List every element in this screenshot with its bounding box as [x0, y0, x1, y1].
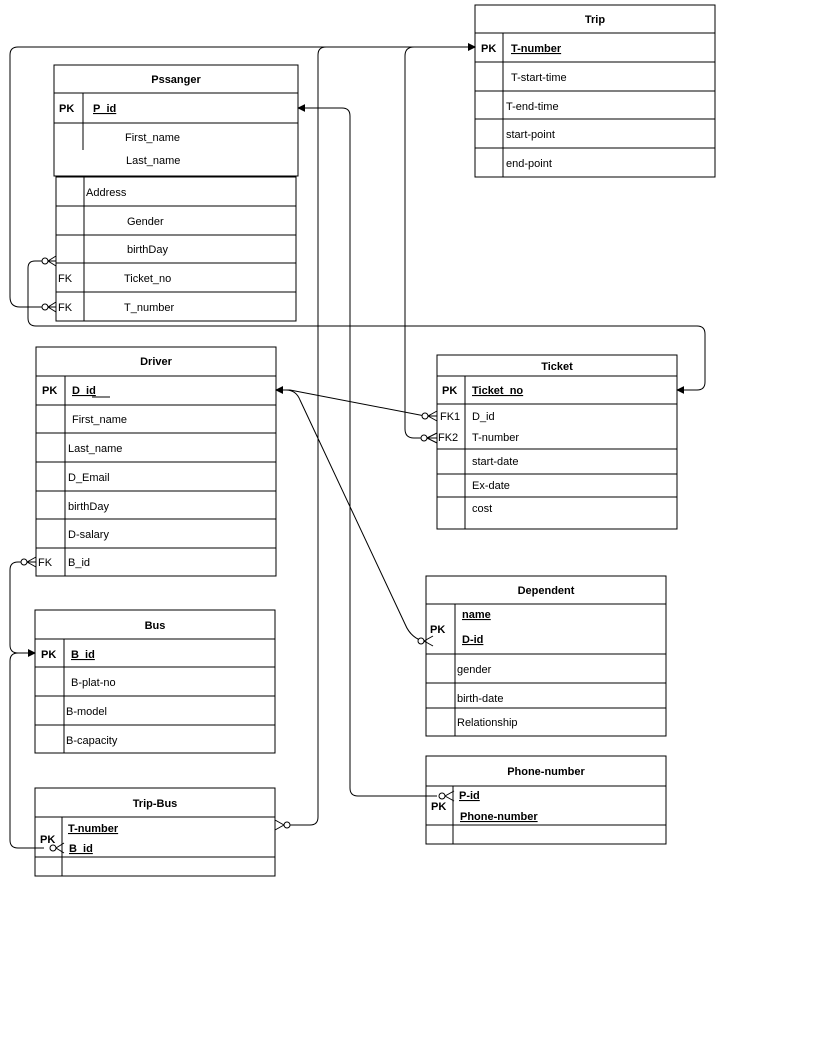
bus-title: Bus: [145, 620, 166, 632]
edge-tripbus-bus[interactable]: [9, 649, 44, 849]
crowfoot-phone-passenger: [438, 790, 455, 802]
crowfoot-tripbus-trip: [274, 819, 291, 831]
entity-passenger[interactable]: Pssanger PK P_id First_name Last_name Ad…: [53, 64, 299, 322]
entity-ticket[interactable]: Ticket PK Ticket_no FK1 D_id FK2 T-numbe…: [436, 354, 678, 530]
edge-passenger-ticket[interactable]: [27, 260, 706, 394]
passenger-field-p-id: P_id: [93, 103, 116, 115]
driver-title: Driver: [140, 356, 173, 368]
passenger-field-last-name: Last_name: [126, 155, 180, 167]
driver-field-first-name: First_name: [72, 414, 127, 426]
ticket-field-ex-date: Ex-date: [472, 480, 510, 492]
crowfoot-driver-bus: [20, 556, 37, 568]
tripbus-field-b-id: B_id: [69, 843, 93, 855]
trip-field-end-point: end-point: [506, 158, 552, 170]
driver-fk-label: FK: [38, 557, 53, 569]
ticket-pk-label: PK: [442, 385, 457, 397]
entity-bus[interactable]: Bus PK B_id B-plat-no B-model B-capacity: [34, 609, 276, 754]
edge-phone-passenger[interactable]: [297, 104, 437, 797]
tripbus-field-t-number: T-number: [68, 823, 119, 835]
ticket-field-ticket-no: Ticket_no: [472, 385, 523, 397]
passenger-field-ticket-no: Ticket_no: [124, 273, 171, 285]
bus-field-b-id: B_id: [71, 649, 95, 661]
passenger-fk1-label: FK: [58, 273, 73, 285]
bus-field-b-plat-no: B-plat-no: [71, 677, 116, 689]
phone-pk-label: PK: [431, 801, 446, 813]
trip-field-t-number: T-number: [511, 43, 562, 55]
dependent-title: Dependent: [518, 585, 575, 597]
crowfoot-ticket-trip: [420, 432, 438, 444]
edge-passenger-trip[interactable]: [9, 43, 476, 308]
passenger-field-birthday: birthDay: [127, 244, 168, 256]
bus-pk-label: PK: [41, 649, 56, 661]
driver-field-d-email: D_Email: [68, 472, 110, 484]
trip-field-t-end-time: T-end-time: [506, 101, 559, 113]
ticket-fk1-label: FK1: [440, 411, 460, 423]
ticket-field-d-id: D_id: [472, 411, 495, 423]
trip-pk-label: PK: [481, 43, 496, 55]
driver-field-birthday: birthDay: [68, 501, 109, 513]
driver-pk-label: PK: [42, 385, 57, 397]
passenger-field-address: Address: [86, 187, 127, 199]
crowfoot-passenger-trip: [41, 301, 57, 313]
edge-dependent-driver[interactable]: [275, 386, 427, 643]
trip-field-start-point: start-point: [506, 129, 555, 141]
tripbus-title: Trip-Bus: [133, 798, 178, 810]
ticket-title: Ticket: [541, 361, 573, 373]
passenger-field-t-number: T_number: [124, 302, 174, 314]
entity-trip[interactable]: Trip PK T-number T-start-time T-end-time…: [474, 4, 716, 178]
phone-title: Phone-number: [507, 766, 585, 778]
bus-field-b-model: B-model: [66, 706, 107, 718]
driver-field-last-name: Last_name: [68, 443, 122, 455]
ticket-fk2-label: FK2: [438, 432, 458, 444]
ticket-field-cost: cost: [472, 503, 492, 515]
entity-trip-bus[interactable]: Trip-Bus PK T-number B_id: [34, 787, 276, 877]
dependent-pk-label: PK: [430, 624, 445, 636]
driver-field-d-salary: D-salary: [68, 529, 109, 541]
ticket-field-start-date: start-date: [472, 456, 518, 468]
dependent-field-name: name: [462, 609, 491, 621]
passenger-field-gender: Gender: [127, 216, 164, 228]
entity-phone-number[interactable]: Phone-number PK P-id Phone-number: [425, 755, 667, 845]
passenger-title: Pssanger: [151, 74, 201, 86]
phone-field-p-id: P-id: [459, 790, 480, 802]
phone-field-phone-number: Phone-number: [460, 811, 538, 823]
dependent-field-d-id: D-id: [462, 634, 483, 646]
crowfoot-passenger-ticket: [41, 255, 57, 267]
entity-driver[interactable]: Driver PK D_id First_name Last_name D_Em…: [35, 346, 277, 577]
passenger-fk2-label: FK: [58, 302, 73, 314]
crowfoot-dependent-driver: [417, 635, 434, 647]
passenger-field-first-name: First_name: [125, 132, 180, 144]
edge-ticket-driver[interactable]: [275, 386, 437, 417]
dependent-field-relationship: Relationship: [457, 717, 518, 729]
dependent-field-gender: gender: [457, 664, 492, 676]
tripbus-pk-label: PK: [40, 834, 55, 846]
passenger-pk-label: PK: [59, 103, 74, 115]
crowfoot-tripbus-bus: [49, 842, 65, 854]
trip-title: Trip: [585, 14, 605, 26]
ticket-field-t-number: T-number: [472, 432, 519, 444]
bus-field-b-capacity: B-capacity: [66, 735, 118, 747]
dependent-field-birth-date: birth-date: [457, 693, 503, 705]
driver-field-d-id: D_id: [72, 385, 96, 397]
entity-dependent[interactable]: Dependent PK name D-id gender birth-date…: [425, 575, 667, 737]
driver-field-b-id: B_id: [68, 557, 90, 569]
trip-field-t-start-time: T-start-time: [511, 72, 567, 84]
edge-driver-bus[interactable]: [9, 561, 36, 657]
crowfoot-ticket-driver: [421, 410, 438, 422]
edge-tripbus-trip[interactable]: [290, 43, 476, 826]
